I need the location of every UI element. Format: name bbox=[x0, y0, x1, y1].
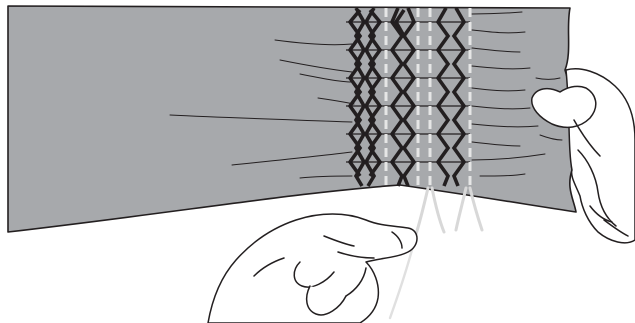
fabric-panel bbox=[8, 6, 576, 232]
left-hand bbox=[208, 214, 417, 323]
